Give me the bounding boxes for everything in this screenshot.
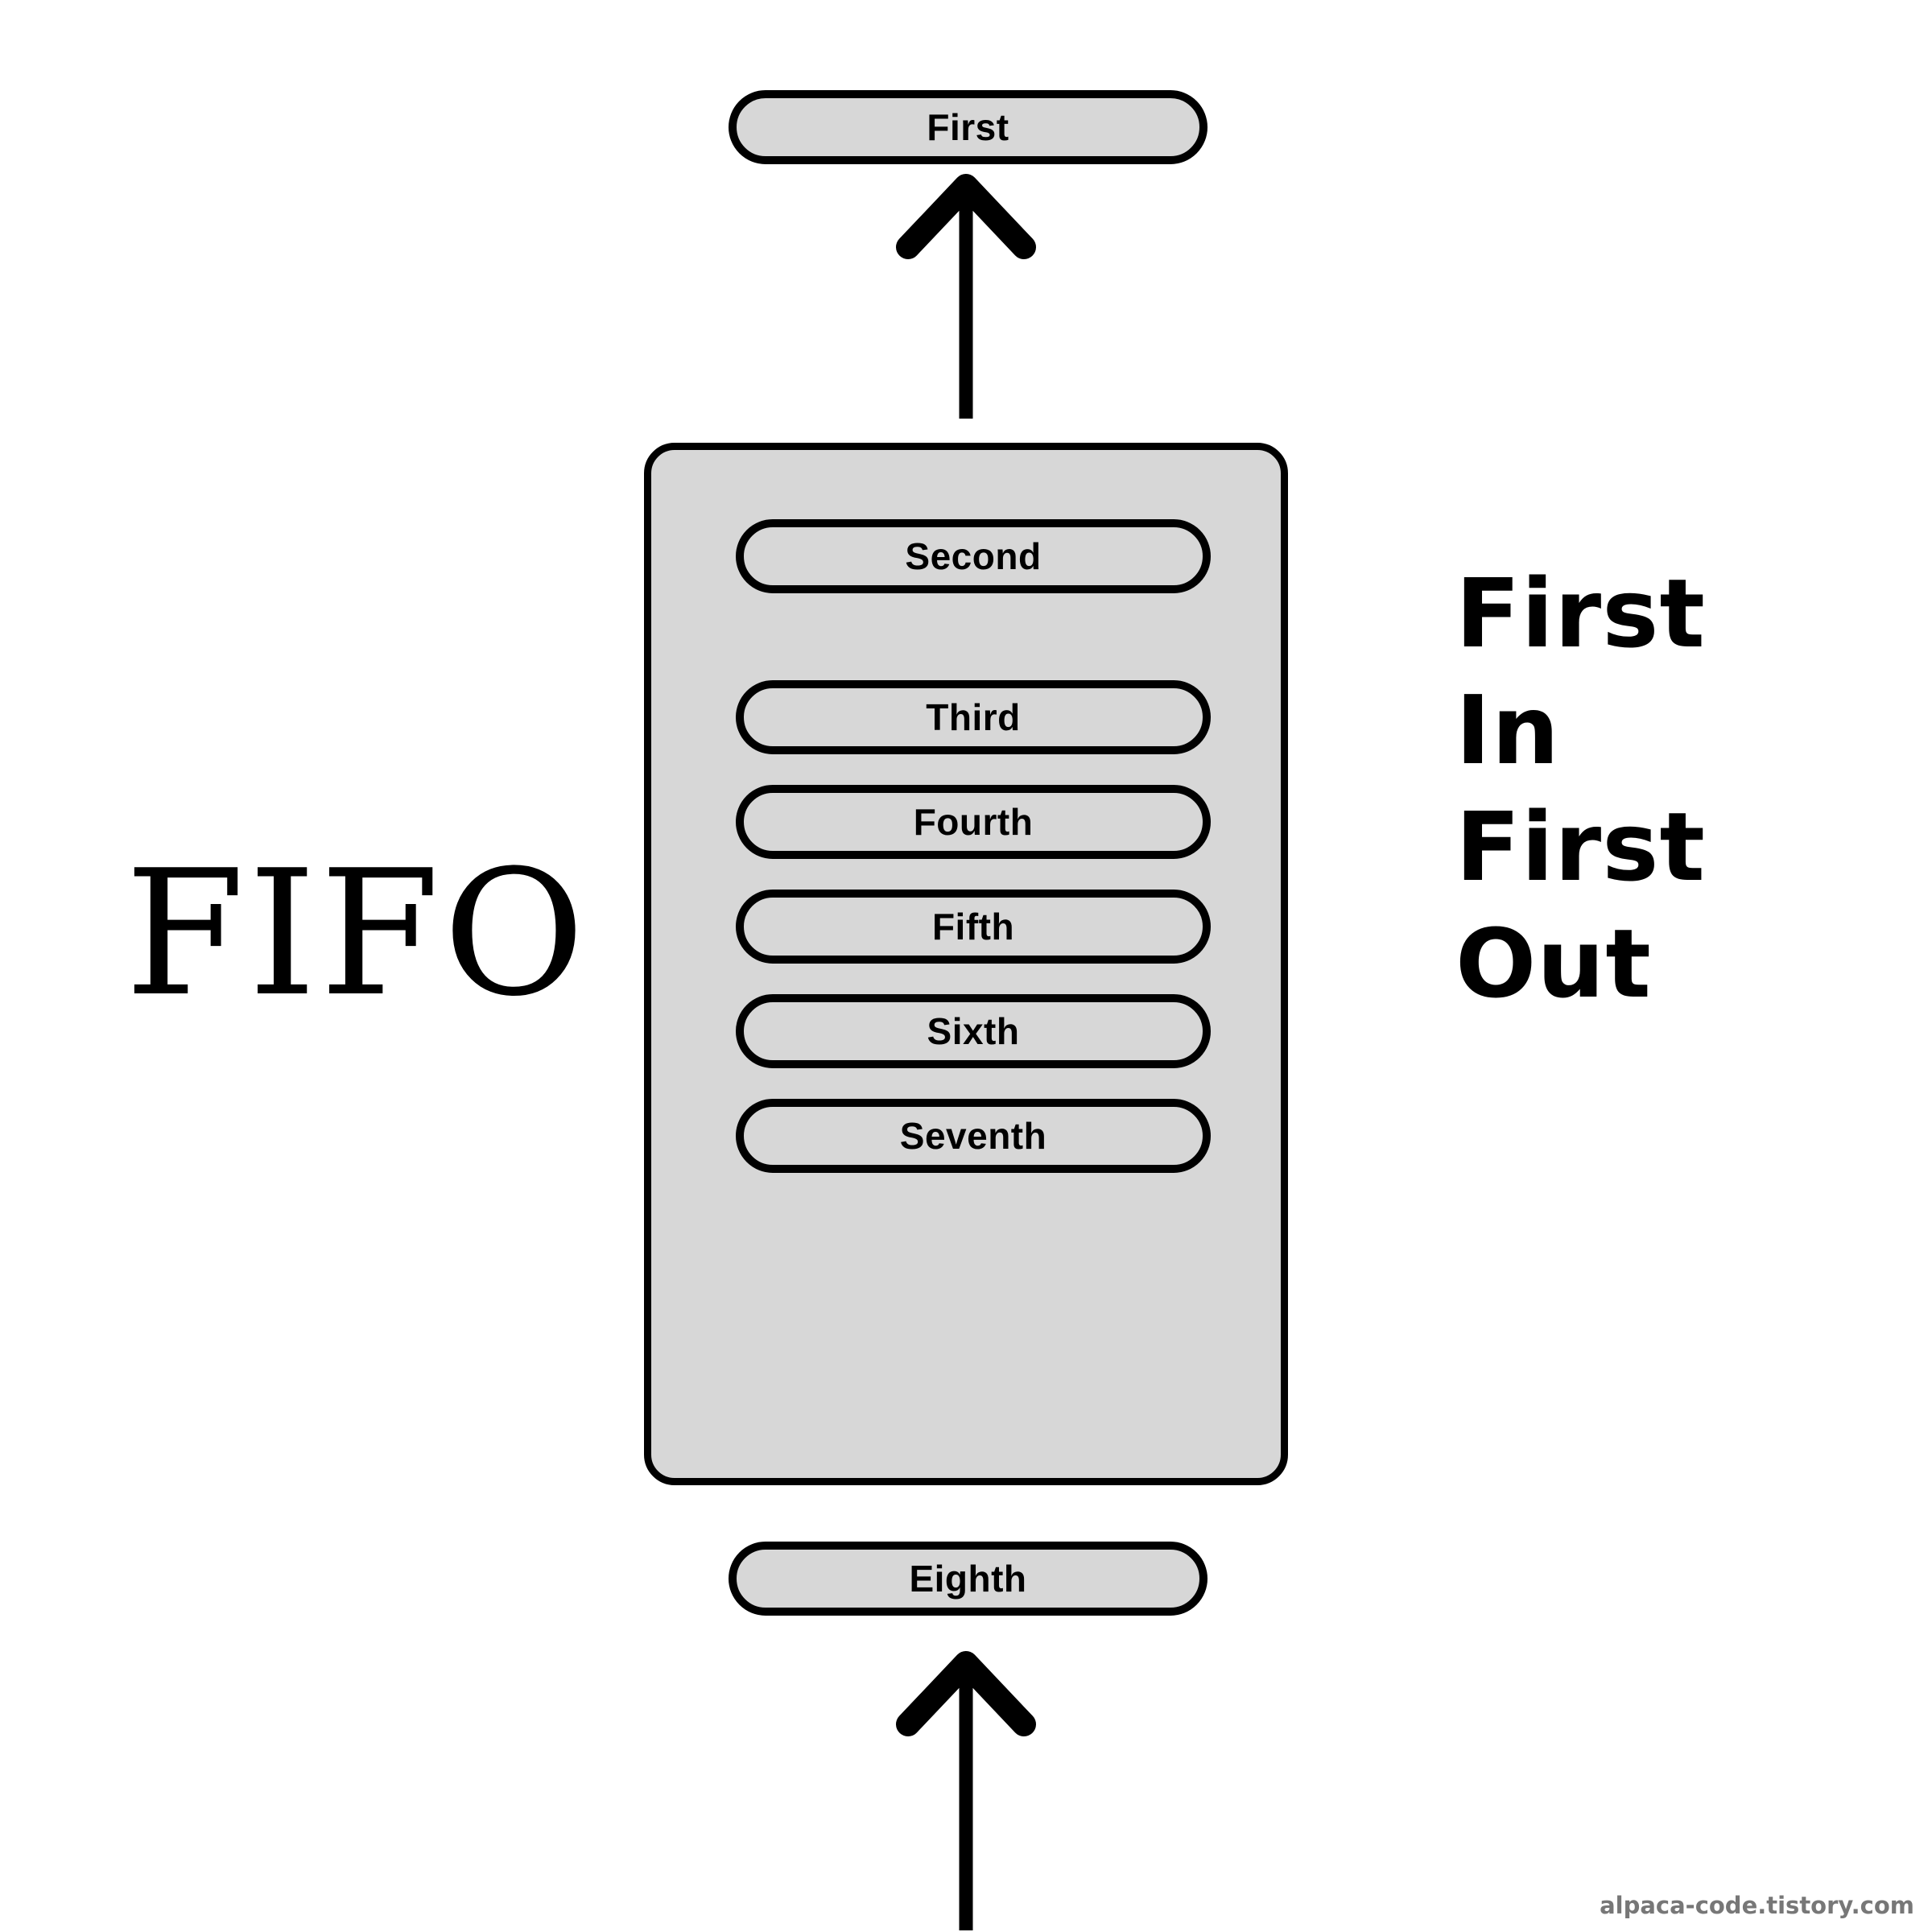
enqueued-item-pill[interactable]: Eighth bbox=[729, 1542, 1208, 1616]
queue-item-label: Fourth bbox=[913, 801, 1034, 843]
queue-item-pill[interactable]: Sixth bbox=[736, 994, 1211, 1068]
queue-item-pill[interactable]: Fifth bbox=[736, 890, 1211, 964]
dequeued-item-label: First bbox=[927, 106, 1009, 148]
fifo-acronym-label: FIFO bbox=[125, 832, 588, 1034]
queue-item-pill[interactable]: Fourth bbox=[736, 785, 1211, 859]
queue-item-pill[interactable]: Third bbox=[736, 680, 1211, 754]
queue-item-pill[interactable]: Seventh bbox=[736, 1099, 1211, 1173]
arrow-up-in-icon bbox=[896, 1651, 1036, 1930]
dequeued-item-pill[interactable]: First bbox=[729, 90, 1208, 164]
queue-item-pill[interactable]: Second bbox=[736, 519, 1211, 593]
fifo-expansion-label: First In First Out bbox=[1455, 555, 1706, 1022]
queue-container: Second Third Fourth Fifth Sixth Seventh bbox=[644, 443, 1288, 1485]
expansion-line-first-out: First bbox=[1455, 791, 1706, 902]
expansion-line-first-in: First bbox=[1455, 558, 1706, 669]
expansion-line-out: Out bbox=[1455, 908, 1652, 1019]
watermark-text: alpaca-code.tistory.com bbox=[1600, 1892, 1914, 1919]
queue-item-label: Seventh bbox=[899, 1115, 1047, 1157]
queue-item-label: Third bbox=[926, 696, 1021, 738]
enqueued-item-label: Eighth bbox=[909, 1558, 1027, 1600]
queue-item-label: Fifth bbox=[931, 906, 1015, 947]
queue-item-label: Sixth bbox=[927, 1010, 1020, 1052]
queue-item-label: Second bbox=[905, 535, 1042, 577]
arrow-up-out-icon bbox=[896, 174, 1036, 419]
expansion-line-in: In bbox=[1455, 675, 1560, 786]
